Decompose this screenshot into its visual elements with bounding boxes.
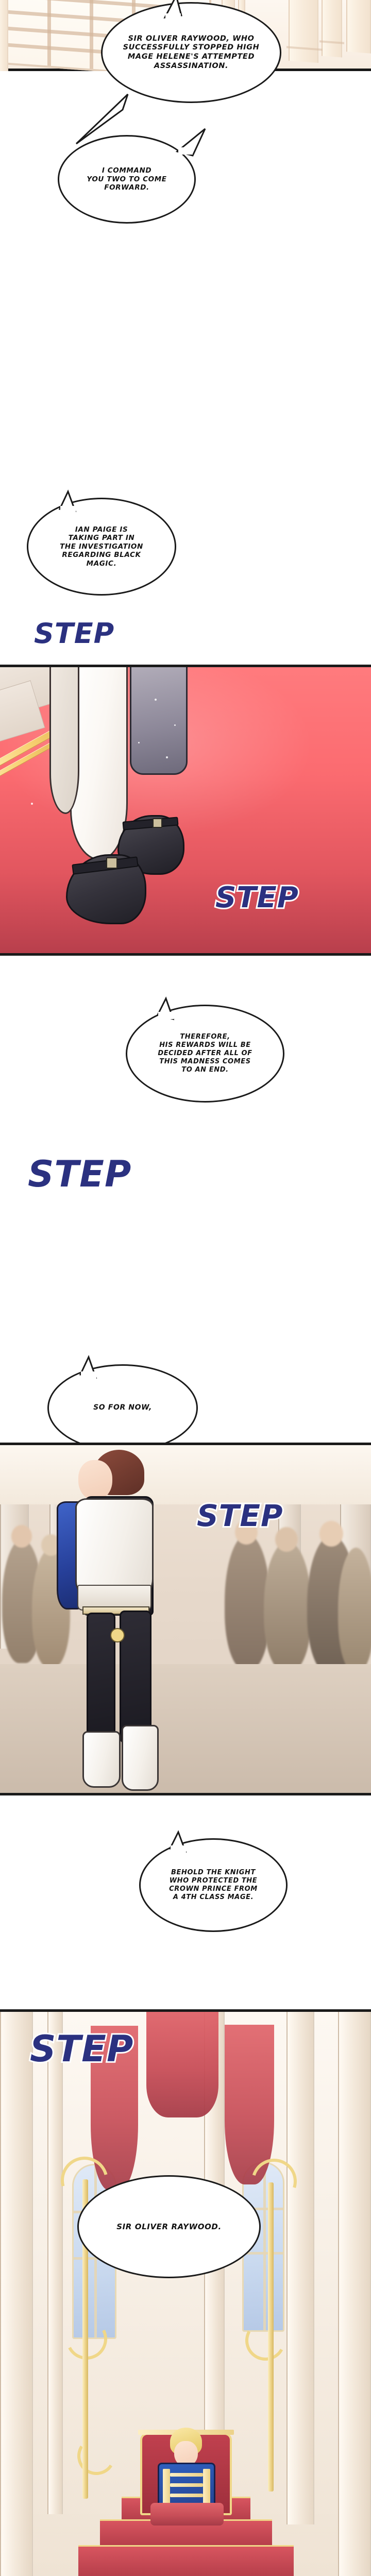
- prince-lap-cloth: [150, 2503, 224, 2526]
- crowd-head-4: [275, 1527, 298, 1552]
- hall-floor: [0, 1664, 371, 1793]
- gold-rail-right: [268, 2182, 274, 2492]
- bubble-so-for-now-text: SO FOR NOW,: [93, 1403, 152, 1412]
- prince-epaulette-bar-2: [170, 2483, 203, 2487]
- knight-medal: [110, 1628, 125, 1642]
- panel-throne-room-arrival: STEP SIR OLIVER RAYWOOD.: [0, 2009, 371, 2576]
- panel-rewards-dialogue: THEREFORE, HIS REWARDS WILL BE DECIDED A…: [0, 953, 371, 1231]
- throne-drape-right: [225, 2025, 274, 2184]
- crowd-figure-4: [264, 1541, 311, 1671]
- bubble-knight-name-text: SIR OLIVER RAYWOOD.: [116, 2222, 222, 2231]
- panel-7-top-border: [0, 1793, 371, 1795]
- gold-rail-left: [82, 2179, 88, 2499]
- crowd-head-5: [319, 1521, 343, 1547]
- bubble-so-for-now-tail: [79, 1355, 97, 1379]
- sparkle-2: [174, 724, 176, 726]
- bubble-rewards-tail: [156, 996, 175, 1021]
- speech-bubble-command[interactable]: I COMMAND YOU TWO TO COME FORWARD.: [58, 135, 196, 224]
- speech-bubble-so-for-now[interactable]: SO FOR NOW,: [47, 1364, 198, 1443]
- panel-6-top-border: [0, 1443, 371, 1445]
- throne-pillar-1: [0, 2009, 33, 2576]
- white-cape-back: [49, 665, 79, 814]
- speech-bubble-knight-name[interactable]: SIR OLIVER RAYWOOD.: [77, 2175, 261, 2278]
- speech-bubble-rewards[interactable]: THEREFORE, HIS REWARDS WILL BE DECIDED A…: [126, 1005, 284, 1103]
- sparkle-5: [31, 803, 33, 805]
- sound-effect-step-4: STEP: [195, 1497, 284, 1535]
- knight-face: [78, 1460, 112, 1500]
- bubble-investigation-tail: [58, 489, 77, 513]
- panel-behold-knight-dialogue: BEHOLD THE KNIGHT WHO PROTECTED THE CROW…: [0, 1793, 371, 2009]
- sparkle-4: [166, 756, 168, 758]
- panel-3-top-border: [0, 665, 371, 667]
- bubble-announcement-text: SIR OLIVER RAYWOOD, WHO SUCCESSFULLY STO…: [123, 34, 260, 70]
- boot-left-buckle: [106, 857, 117, 869]
- speech-bubble-investigation[interactable]: IAN PAIGE IS TAKING PART IN THE INVESTIG…: [27, 498, 176, 596]
- panel-red-carpet-boots: STEP: [0, 665, 371, 953]
- knight-leg-right: [120, 1611, 151, 1744]
- bubble-announcement-tail-lower: [75, 93, 129, 145]
- trouser-leg: [130, 665, 188, 775]
- sound-effect-step-3: STEP: [26, 1151, 132, 1197]
- sound-effect-step-5: STEP: [28, 2026, 134, 2072]
- prince-epaulette-bar-1: [170, 2473, 203, 2477]
- throne-drape-center: [146, 2009, 218, 2117]
- throne-pillar-5: [338, 2009, 371, 2576]
- prince-epaulette-bar-3: [170, 2494, 203, 2497]
- sound-effect-step-1: STEP: [32, 616, 115, 651]
- crowd-figure-3: [225, 1534, 270, 1669]
- speech-bubble-behold[interactable]: BEHOLD THE KNIGHT WHO PROTECTED THE CROW…: [139, 1838, 288, 1932]
- boot-right-buckle: [153, 818, 162, 828]
- crowd-figure-6: [338, 1548, 371, 1671]
- prince-coat-trim-right: [203, 2469, 210, 2510]
- prince-face: [174, 2441, 198, 2467]
- white-cape: [70, 665, 128, 860]
- panel-step-so-for-now: SO FOR NOW,: [0, 1231, 371, 1443]
- sparkle-3: [138, 742, 140, 743]
- knight-boot-cuff-left: [82, 1731, 121, 1788]
- bubble-command-text: I COMMAND YOU TWO TO COME FORWARD.: [87, 166, 167, 192]
- throne-pillar-4: [286, 2009, 314, 2524]
- bubble-investigation-text: IAN PAIGE IS TAKING PART IN THE INVESTIG…: [60, 525, 143, 568]
- speech-bubble-announcement[interactable]: SIR OLIVER RAYWOOD, WHO SUCCESSFULLY STO…: [101, 2, 281, 103]
- crowd-head-3: [235, 1520, 258, 1545]
- panel-investigation-dialogue: IAN PAIGE IS TAKING PART IN THE INVESTIG…: [0, 433, 371, 665]
- bubble-command-tail: [175, 128, 206, 157]
- throne-dais-step-3: [78, 2545, 294, 2576]
- crowd-head-1: [11, 1525, 32, 1548]
- sound-effect-step-2: STEP: [214, 879, 300, 916]
- bubble-rewards-text: THEREFORE, HIS REWARDS WILL BE DECIDED A…: [158, 1033, 252, 1074]
- sparkle-1: [155, 699, 157, 701]
- throne-pillar-2: [47, 2009, 63, 2514]
- panel-1-whitespace: [0, 71, 371, 433]
- hall-upper-wall: [0, 1443, 371, 1504]
- knight-boot-cuff-right: [122, 1725, 159, 1791]
- panel-8-top-border: [0, 2009, 371, 2012]
- panel-throne-hall-announcement: SIR OLIVER RAYWOOD, WHO SUCCESSFULLY STO…: [0, 0, 371, 433]
- prince-coat-trim-left: [163, 2469, 170, 2510]
- bubble-announcement-tail: [163, 0, 182, 20]
- bubble-behold-tail: [168, 1830, 187, 1853]
- panel-4-top-border: [0, 953, 371, 956]
- panel-knight-walking-crowd: STEP: [0, 1443, 371, 1793]
- bubble-behold-text: BEHOLD THE KNIGHT WHO PROTECTED THE CROW…: [169, 1869, 258, 1901]
- throne-drape-left: [91, 2026, 138, 2191]
